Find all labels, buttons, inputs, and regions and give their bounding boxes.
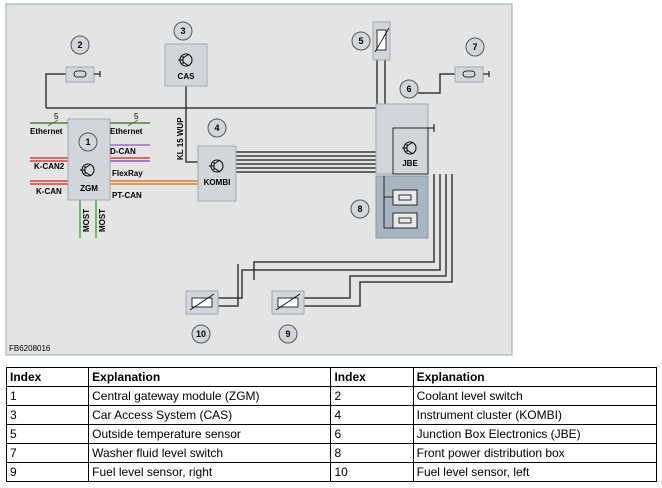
callout-4 — [207, 118, 227, 138]
index-cell: 8 — [330, 443, 414, 463]
index-cell: 7 — [5, 443, 90, 463]
ethernet-left-label: Ethernet — [30, 127, 63, 136]
callout-5 — [351, 31, 371, 51]
transistor-icon — [178, 53, 193, 67]
transistor-icon — [402, 141, 417, 155]
explanation-cell: Fuel level sensor, right — [88, 462, 332, 482]
module-kombi[interactable]: KOMBI — [197, 145, 237, 202]
pt-can-label: PT-CAN — [112, 191, 142, 200]
module-zgm[interactable]: 1 ZGM — [67, 118, 111, 201]
wiring-diagram: 1 ZGM CAS 3 KOMBI — [5, 3, 513, 356]
callout-2 — [70, 35, 90, 55]
power-distribution-box[interactable] — [375, 175, 429, 239]
ethernet-right-count: 5 — [134, 112, 139, 121]
header-index-1: Index — [5, 367, 90, 387]
kombi-number: 4 — [214, 123, 219, 133]
index-cell: 6 — [330, 424, 414, 444]
explanation-cell: Front power distribution box — [412, 443, 658, 463]
callout-6 — [399, 79, 419, 99]
table-row: 1 Central gateway module (ZGM) 2 Coolant… — [5, 386, 658, 406]
kombi-label: KOMBI — [204, 178, 231, 187]
fuel-sensor-left[interactable] — [185, 290, 219, 315]
cas-label: CAS — [178, 72, 196, 81]
callout-5-text: 5 — [358, 36, 363, 46]
index-cell: 1 — [5, 386, 90, 406]
table-row: 7 Washer fluid level switch 8 Front powe… — [5, 443, 658, 463]
kl15-label: KL 15 WUP — [176, 117, 185, 160]
signal-wires — [45, 32, 455, 307]
zgm-number: 1 — [85, 137, 90, 147]
header-explanation-1: Explanation — [88, 367, 332, 387]
table-row: 3 Car Access System (CAS) 4 Instrument c… — [5, 405, 658, 425]
module-cas[interactable]: CAS — [164, 43, 208, 87]
legend-header-row: Index Explanation Index Explanation — [5, 367, 658, 387]
callout-9-text: 9 — [285, 329, 290, 339]
index-cell: 10 — [330, 462, 414, 482]
explanation-cell: Car Access System (CAS) — [88, 405, 332, 425]
ethernet-left-count: 5 — [54, 112, 59, 121]
callout-2-text: 2 — [77, 40, 82, 50]
washer-fluid-switch[interactable] — [454, 66, 490, 83]
explanation-cell: Fuel level sensor, left — [412, 462, 658, 482]
index-cell: 2 — [330, 386, 414, 406]
coolant-level-switch[interactable] — [65, 66, 101, 83]
explanation-cell: Washer fluid level switch — [88, 443, 332, 463]
jbe-number: 6 — [406, 84, 411, 94]
explanation-cell: Instrument cluster (KOMBI) — [412, 405, 658, 425]
index-cell: 3 — [5, 405, 90, 425]
fuel-sensor-right[interactable] — [271, 290, 305, 315]
module-jbe[interactable]: JBE — [375, 103, 435, 175]
table-row: 5 Outside temperature sensor 6 Junction … — [5, 424, 658, 444]
transistor-icon — [209, 159, 224, 173]
callout-7 — [465, 37, 485, 57]
explanation-cell: Junction Box Electronics (JBE) — [412, 424, 658, 444]
explanation-cell: Coolant level switch — [412, 386, 658, 406]
callout-8 — [350, 199, 370, 219]
most-right-label: MOST — [98, 209, 107, 232]
explanation-cell: Outside temperature sensor — [88, 424, 332, 444]
header-explanation-2: Explanation — [412, 367, 658, 387]
figure-code: FB6208016 — [9, 344, 51, 353]
table-row: 9 Fuel level sensor, right 10 Fuel level… — [5, 462, 658, 482]
cas-number: 3 — [180, 26, 185, 36]
bus-lines — [30, 122, 198, 238]
jbe-label: JBE — [402, 159, 418, 168]
callout-8-text: 8 — [357, 204, 362, 214]
zgm-label: ZGM — [80, 184, 98, 193]
callout-10-text: 10 — [196, 329, 206, 339]
transistor-icon — [80, 163, 95, 177]
index-cell: 4 — [330, 405, 414, 425]
k-can2-label: K-CAN2 — [34, 162, 65, 171]
flexray-label: FlexRay — [112, 169, 143, 178]
callout-3 — [173, 21, 193, 41]
outside-temp-sensor[interactable] — [372, 21, 391, 61]
callout-10 — [191, 324, 211, 344]
callout-1 — [78, 132, 98, 152]
index-cell: 5 — [5, 424, 90, 444]
d-can-label: D-CAN — [110, 147, 136, 156]
most-left-label: MOST — [82, 209, 91, 232]
callout-7-text: 7 — [472, 42, 477, 52]
callout-9 — [278, 324, 298, 344]
header-index-2: Index — [330, 367, 414, 387]
legend-table: Index Explanation Index Explanation 1 Ce… — [5, 367, 658, 482]
ground-icon — [428, 124, 435, 132]
explanation-cell: Central gateway module (ZGM) — [88, 386, 332, 406]
index-cell: 9 — [5, 462, 90, 482]
ethernet-right-label: Ethernet — [110, 127, 143, 136]
k-can-label: K-CAN — [36, 187, 62, 196]
